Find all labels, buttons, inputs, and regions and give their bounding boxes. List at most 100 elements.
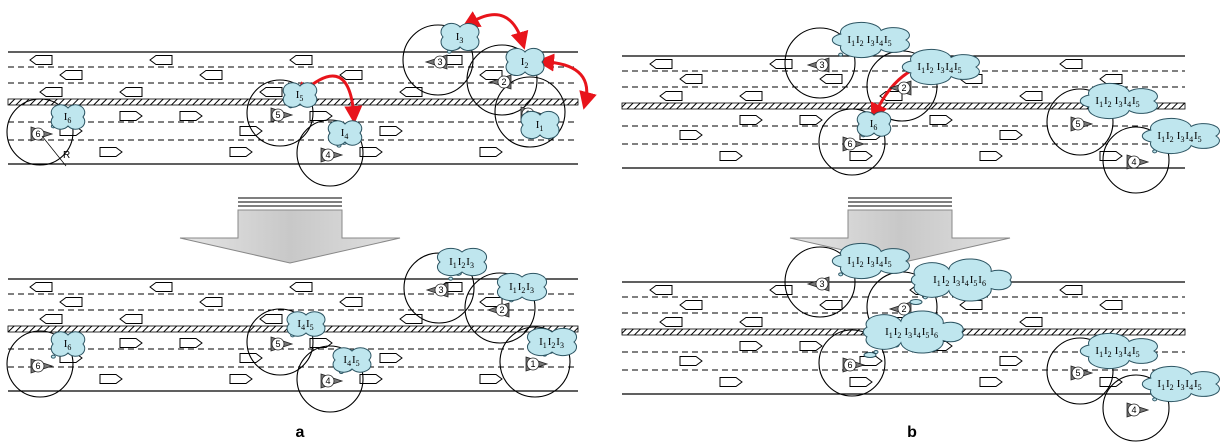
info-cloud-5: I5 xyxy=(282,82,318,109)
eastbound-car xyxy=(179,111,203,121)
westbound-car xyxy=(659,91,683,101)
info-text: I4 I5 xyxy=(343,354,360,368)
vehicle-marker xyxy=(321,374,335,388)
vehicle-node-5: 5 xyxy=(270,336,294,352)
vehicle-marker xyxy=(526,357,540,371)
westbound-car xyxy=(339,297,363,307)
info-cloud-6: I6 xyxy=(50,104,86,130)
comm-range-3 xyxy=(784,246,856,318)
info-cloud-6: I6 xyxy=(856,111,892,138)
info-cloud-5: I1 I2 I3 I4 I5 xyxy=(1079,82,1158,120)
comm-range-6 xyxy=(818,108,886,176)
westbound-car xyxy=(739,317,763,327)
info-cloud-3: I3 xyxy=(440,22,480,54)
info-text: I1 I2 I3 xyxy=(449,256,475,270)
westbound-car xyxy=(1099,74,1123,84)
westbound-car xyxy=(739,91,763,101)
westbound-car xyxy=(769,285,793,295)
comm-range-6 xyxy=(6,330,74,398)
info-cloud-4: I4 I5 xyxy=(332,347,372,374)
cloud-shape xyxy=(831,242,910,280)
cloud-shape xyxy=(505,47,545,77)
info-cloud-1: I1 xyxy=(520,110,560,140)
cloud-shape xyxy=(856,111,892,137)
vehicle-number: 2 xyxy=(499,305,504,315)
vehicle-node-3: 3 xyxy=(806,276,830,292)
info-text: I6 xyxy=(870,118,879,132)
westbound-car xyxy=(59,70,83,80)
info-text: I1 I2 I3 I4 I5 I6 xyxy=(885,326,939,340)
trail-bubble xyxy=(909,299,923,305)
comm-range-5 xyxy=(1046,337,1114,405)
eastbound-car xyxy=(229,147,253,157)
vehicle-number: 6 xyxy=(35,129,40,139)
vehicle-marker xyxy=(271,337,285,351)
panel-label-b: b xyxy=(907,424,917,441)
comm-range-4 xyxy=(1102,126,1170,194)
vehicle-number: 4 xyxy=(1131,405,1136,415)
vehicle-node-6: 6 xyxy=(842,136,866,152)
info-text: I1 I2 I3 I4 I5 xyxy=(847,34,892,48)
vehicle-marker xyxy=(1071,117,1085,131)
info-text: I1 I2 I3 I4 I5 xyxy=(1157,378,1202,392)
vehicle-node-4: 4 xyxy=(320,373,344,389)
westbound-car xyxy=(479,297,503,307)
eastbound-car xyxy=(999,356,1023,366)
westbound-car xyxy=(679,300,703,310)
cloud-shape xyxy=(436,247,488,277)
info-cloud-4: I1 I2 I3 I4 I5 xyxy=(1141,117,1220,155)
westbound-car xyxy=(119,314,143,324)
cloud-shape xyxy=(282,82,318,108)
info-cloud-1: I1 I2 I3 xyxy=(526,327,578,357)
cloud-shape xyxy=(831,21,910,59)
westbound-car xyxy=(819,74,843,84)
westbound-car xyxy=(39,314,63,324)
vehicle-number: 2 xyxy=(501,77,506,87)
info-cloud-4: I4 xyxy=(327,120,363,148)
info-text: I1 I2 I3 I4 I5 xyxy=(847,255,892,269)
vehicle-marker xyxy=(843,137,857,151)
eastbound-car xyxy=(719,151,743,161)
westbound-car xyxy=(289,282,313,292)
vehicle-number: 2 xyxy=(901,83,906,93)
vehicle-marker xyxy=(815,277,829,291)
info-text: I6 xyxy=(64,338,73,352)
vehicle-number: 4 xyxy=(325,376,330,386)
info-text: I1 I2 I3 xyxy=(509,281,535,295)
cloud-shape xyxy=(327,120,363,146)
westbound-car xyxy=(679,74,703,84)
info-text: I3 xyxy=(456,31,465,45)
eastbound-car xyxy=(179,338,203,348)
vehicle-number: 3 xyxy=(438,285,443,295)
vehicle-marker xyxy=(271,108,285,122)
vehicle-node-6: 6 xyxy=(842,357,866,373)
cloud-shape xyxy=(910,258,1012,302)
eastbound-car xyxy=(379,353,403,363)
vehicle-number: 3 xyxy=(819,279,824,289)
eastbound-car xyxy=(999,130,1023,140)
vehicle-node-6: 6 xyxy=(30,126,54,142)
vehicle-marker xyxy=(897,81,911,95)
comm-range-4 xyxy=(1102,374,1170,442)
eastbound-car xyxy=(309,338,333,348)
vehicle-number: 3 xyxy=(437,57,442,67)
westbound-car xyxy=(819,300,843,310)
trail-bubble xyxy=(838,272,844,277)
eastbound-car xyxy=(679,130,703,140)
eastbound-car xyxy=(99,374,123,384)
westbound-car xyxy=(1019,317,1043,327)
info-cloud-5: I1 I2 I3 I4 I5 xyxy=(1079,332,1158,370)
info-cloud-3: I1 I2 I3 I4 I5 xyxy=(831,242,910,280)
westbound-car xyxy=(59,297,83,307)
vehicle-node-2: 2 xyxy=(488,74,512,90)
vehicle-marker xyxy=(31,127,45,141)
comm-range-3 xyxy=(402,24,474,96)
vehicle-node-5: 5 xyxy=(270,107,294,123)
info-cloud-4: I1 I2 I3 I4 I5 xyxy=(1141,365,1220,403)
comm-range-5 xyxy=(1046,88,1114,156)
westbound-car xyxy=(149,55,173,65)
vehicle-node-3: 3 xyxy=(425,282,449,298)
westbound-car xyxy=(259,87,283,97)
cloud-shape xyxy=(1079,332,1158,370)
